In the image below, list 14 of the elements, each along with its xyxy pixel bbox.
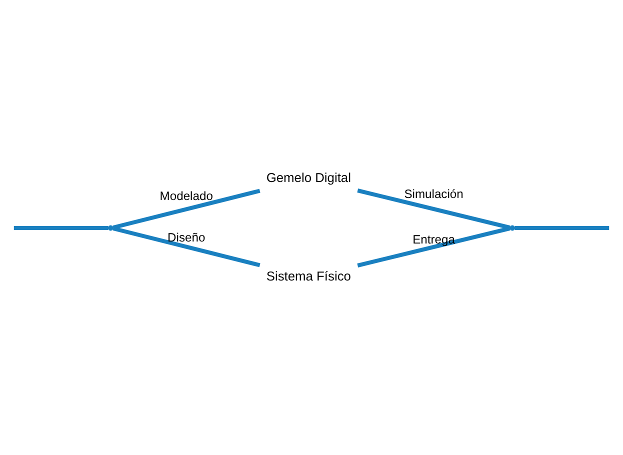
node-text: Sistema Físico <box>266 268 351 283</box>
connector <box>14 225 108 230</box>
node-text: Gemelo Digital <box>266 169 351 184</box>
connector <box>112 188 260 230</box>
node-point <box>510 224 516 230</box>
edge-label: Diseño <box>168 230 206 244</box>
connector <box>112 226 260 267</box>
node-point <box>108 224 114 230</box>
connector <box>357 226 510 267</box>
edge-label: Entrega <box>412 232 455 246</box>
connector <box>357 188 510 230</box>
edge-label: Modelado <box>160 188 213 202</box>
edge-label: Simulación <box>404 186 464 201</box>
connector <box>514 225 610 230</box>
